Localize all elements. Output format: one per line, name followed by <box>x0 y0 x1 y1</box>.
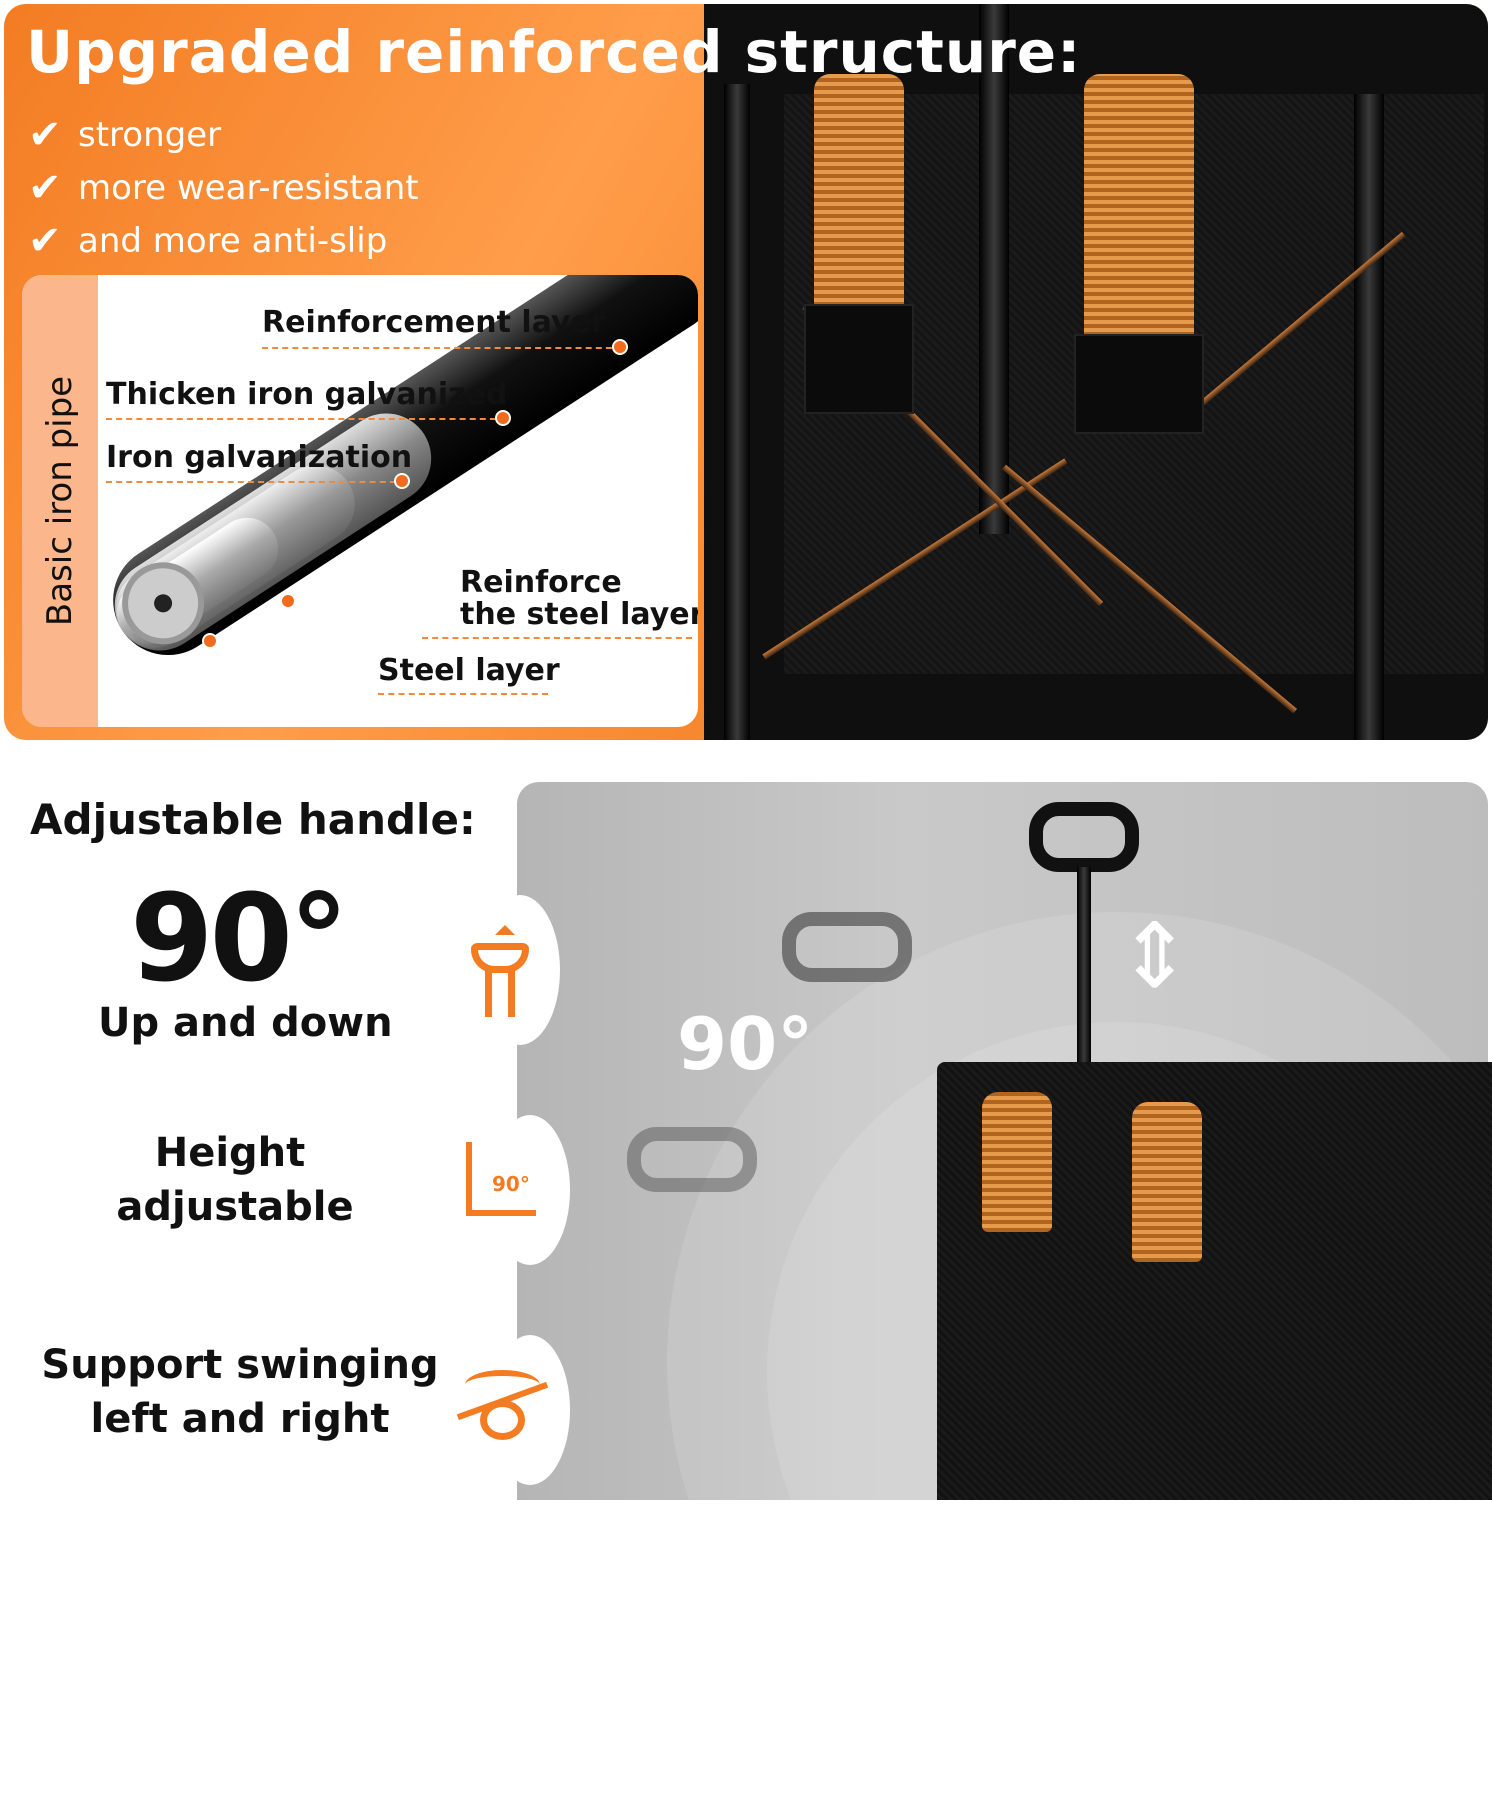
section-title: Upgraded reinforced structure: <box>26 18 1082 86</box>
swing-left-right-icon <box>455 1370 550 1445</box>
check-icon: ✔ <box>28 217 62 264</box>
layer-label: Iron galvanization <box>106 440 413 475</box>
height-label-line2: adjustable <box>116 1184 354 1230</box>
up-down-arrow-icon: ⇕ <box>1117 904 1193 1009</box>
bottle-image <box>1132 1102 1202 1262</box>
bottle-image <box>814 74 904 314</box>
feature-text: stronger <box>78 114 222 155</box>
layer-label: Reinforcement layer <box>262 305 606 340</box>
swing-label-line1: Support swinging <box>41 1342 439 1388</box>
handle-photo-panel: 90° ⇕ <box>517 782 1492 1812</box>
big-angle-value: 90° <box>130 870 349 1009</box>
up-down-handle-icon <box>465 925 535 1020</box>
angle-90-icon: 90° <box>462 1142 542 1222</box>
feature-item: ✔ stronger <box>28 108 419 161</box>
feature-text: and more anti-slip <box>78 220 388 261</box>
side-label-strip: Basic iron pipe <box>22 275 98 727</box>
bottle-image <box>982 1092 1052 1232</box>
layer-label: Steel layer <box>378 653 560 688</box>
handle-ghost-image <box>782 912 912 982</box>
swing-label-line2: left and right <box>90 1396 390 1442</box>
pipe-layers-card: Basic iron pipe Reinforcement layer Thic… <box>22 275 698 727</box>
handle-image <box>1029 802 1139 872</box>
layer-label: the steel layer <box>460 597 698 632</box>
bottle-image <box>1084 74 1194 344</box>
check-icon: ✔ <box>28 164 62 211</box>
layer-label: Reinforce <box>460 565 622 600</box>
handle-section-title: Adjustable handle: <box>30 795 476 844</box>
check-icon: ✔ <box>28 111 62 158</box>
wagon-frame-photo <box>704 4 1488 740</box>
feature-item: ✔ more wear-resistant <box>28 161 419 214</box>
photo-angle-label: 90° <box>677 1002 814 1086</box>
up-down-label: Up and down <box>98 1000 393 1046</box>
angle-icon-text: 90° <box>492 1172 530 1196</box>
reinforced-structure-panel: Upgraded reinforced structure: ✔ stronger… <box>4 4 1488 740</box>
feature-item: ✔ and more anti-slip <box>28 214 419 267</box>
side-label: Basic iron pipe <box>40 375 80 627</box>
feature-text: more wear-resistant <box>78 167 419 208</box>
layer-label: Thicken iron galvanized <box>106 377 508 412</box>
height-label-line1: Height <box>154 1130 306 1176</box>
feature-list: ✔ stronger ✔ more wear-resistant ✔ and more… <box>28 108 419 267</box>
handle-ghost-image <box>627 1127 757 1192</box>
